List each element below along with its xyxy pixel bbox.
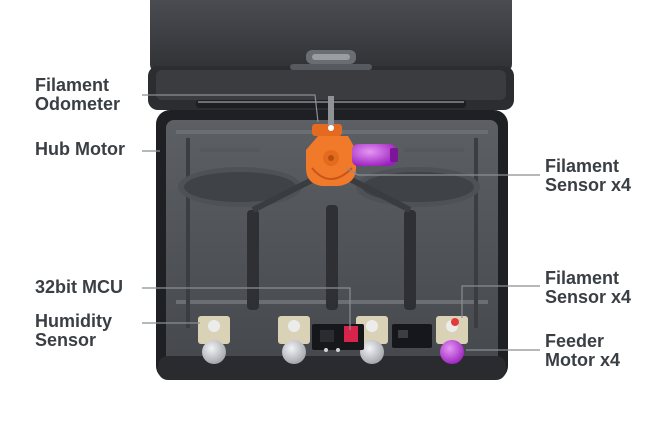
filament-odometer bbox=[312, 96, 342, 136]
label-humidity-sensor-line1: Humidity bbox=[35, 311, 113, 331]
feeder-module-1 bbox=[198, 316, 230, 364]
label-filament-sensor-top-line1: Filament bbox=[545, 156, 620, 176]
label-feeder-motor-line1: Feeder bbox=[545, 331, 605, 351]
label-filament-sensor-bottom: Filament Sensor x4 bbox=[545, 269, 631, 307]
label-filament-sensor-top: Filament Sensor x4 bbox=[545, 157, 631, 195]
label-filament-sensor-top-line2: Sensor x4 bbox=[545, 175, 632, 195]
mcu-board bbox=[312, 324, 364, 352]
guide-tubes bbox=[200, 148, 464, 310]
label-humidity-sensor-line2: Sensor bbox=[35, 330, 97, 350]
hub-motor bbox=[352, 144, 398, 166]
feeder-module-2 bbox=[278, 316, 310, 364]
label-humidity-sensor: Humidity Sensor bbox=[35, 312, 112, 350]
label-feeder-motor: Feeder Motor x4 bbox=[545, 332, 620, 370]
leader-sensor-bottom bbox=[461, 285, 540, 318]
feeder-module-4 bbox=[436, 316, 468, 364]
desiccant-vent-right bbox=[356, 167, 480, 207]
leader-lines bbox=[142, 94, 540, 351]
humidity-sensor bbox=[392, 324, 432, 348]
label-filament-sensor-bottom-line2: Sensor x4 bbox=[545, 287, 632, 307]
desiccant-vent-left bbox=[178, 167, 302, 207]
label-filament-odometer-line1: Filament bbox=[35, 75, 110, 95]
label-filament-odometer: Filament Odometer bbox=[35, 76, 120, 114]
label-mcu: 32bit MCU bbox=[35, 277, 124, 297]
label-filament-sensor-bottom-line1: Filament bbox=[545, 268, 620, 288]
leader-odometer bbox=[142, 94, 319, 123]
leader-mcu bbox=[142, 287, 351, 330]
lid-latch bbox=[290, 50, 372, 70]
label-hub-motor: Hub Motor bbox=[35, 139, 125, 159]
hub-assembly bbox=[306, 136, 356, 186]
leader-sensor-top bbox=[345, 167, 540, 176]
label-filament-odometer-line2: Odometer bbox=[35, 94, 121, 114]
label-feeder-motor-line2: Motor x4 bbox=[545, 350, 621, 370]
